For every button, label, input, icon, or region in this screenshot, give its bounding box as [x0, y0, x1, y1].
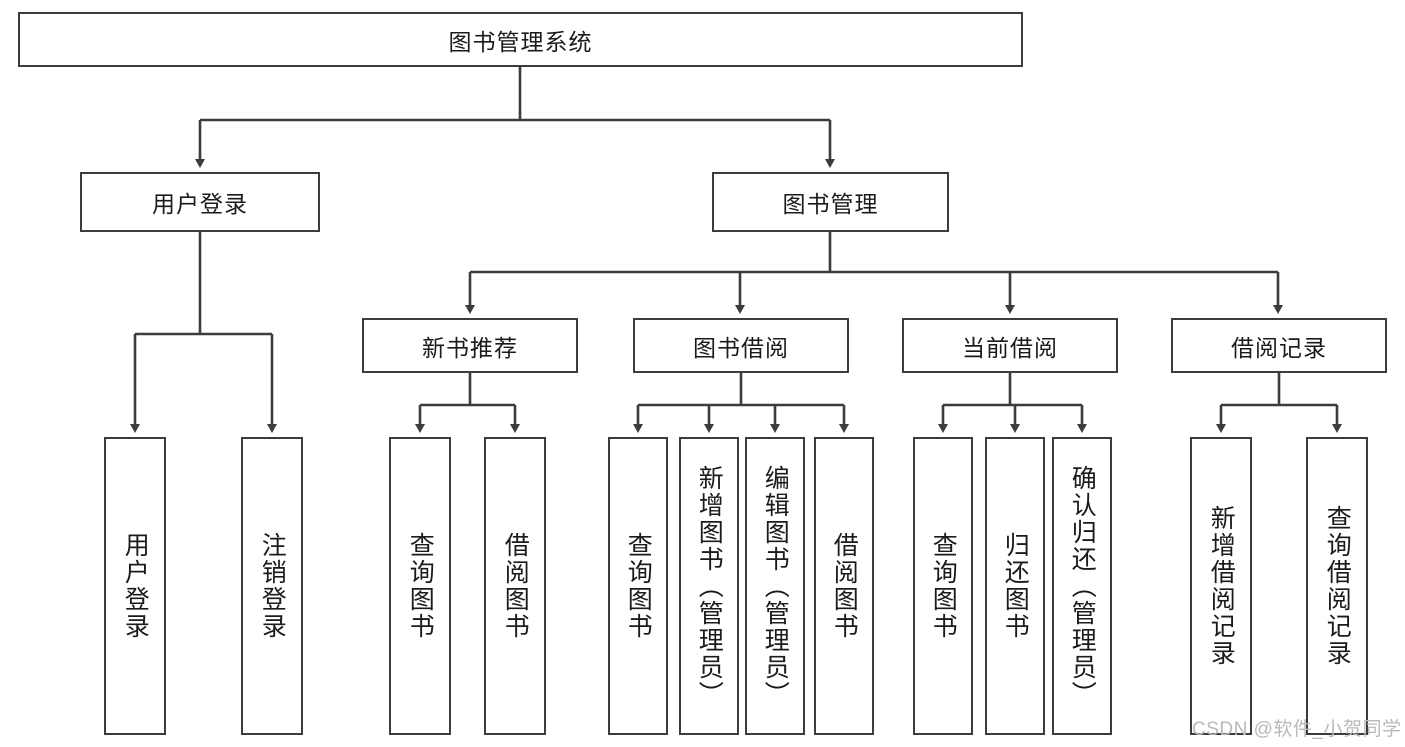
node-label: 新增借阅记录 — [1207, 505, 1236, 667]
node-label: 注销登录 — [258, 532, 287, 640]
node-label: 编辑图书（管理员） — [761, 464, 790, 708]
node-leaf-query-book-current[interactable]: 查询图书 — [913, 437, 973, 735]
node-new-book-recommend[interactable]: 新书推荐 — [362, 318, 578, 373]
node-label: 新增图书（管理员） — [695, 464, 724, 708]
node-label: 图书管理系统 — [448, 28, 593, 55]
node-leaf-query-book-recommend[interactable]: 查询图书 — [389, 437, 451, 735]
node-book-manage[interactable]: 图书管理 — [712, 172, 949, 232]
node-borrow-record[interactable]: 借阅记录 — [1171, 318, 1387, 373]
node-leaf-borrow-book[interactable]: 借阅图书 — [814, 437, 874, 735]
node-label: 新书推荐 — [422, 334, 518, 361]
node-label: 查询借阅记录 — [1323, 505, 1352, 667]
node-label: 查询图书 — [624, 532, 653, 640]
node-leaf-query-book-borrow[interactable]: 查询图书 — [608, 437, 668, 735]
watermark-text: CSDN @软件_小贺同学 — [1192, 719, 1402, 740]
node-user-login[interactable]: 用户登录 — [80, 172, 320, 232]
node-label: 图书借阅 — [693, 334, 789, 361]
node-root-system[interactable]: 图书管理系统 — [18, 12, 1023, 67]
node-label: 用户登录 — [152, 191, 248, 217]
node-leaf-confirm-return-admin[interactable]: 确认归还（管理员） — [1052, 437, 1112, 735]
node-book-borrow[interactable]: 图书借阅 — [633, 318, 849, 373]
node-label: 用户登录 — [121, 532, 150, 640]
node-leaf-return-book[interactable]: 归还图书 — [985, 437, 1045, 735]
node-label: 借阅记录 — [1231, 334, 1327, 361]
node-label: 确认归还（管理员） — [1068, 464, 1097, 708]
node-leaf-add-borrow-record[interactable]: 新增借阅记录 — [1190, 437, 1252, 735]
node-current-borrow[interactable]: 当前借阅 — [902, 318, 1118, 373]
node-label: 归还图书 — [1001, 532, 1030, 640]
node-label: 查询图书 — [406, 532, 435, 640]
node-leaf-user-logout[interactable]: 注销登录 — [241, 437, 303, 735]
node-label: 借阅图书 — [830, 532, 859, 640]
node-label: 当前借阅 — [962, 334, 1058, 361]
node-leaf-borrow-book-recommend[interactable]: 借阅图书 — [484, 437, 546, 735]
node-leaf-user-login[interactable]: 用户登录 — [104, 437, 166, 735]
node-label: 借阅图书 — [501, 532, 530, 640]
node-leaf-query-borrow-record[interactable]: 查询借阅记录 — [1306, 437, 1368, 735]
node-label: 图书管理 — [782, 191, 879, 217]
node-leaf-add-book-admin[interactable]: 新增图书（管理员） — [679, 437, 739, 735]
node-leaf-edit-book-admin[interactable]: 编辑图书（管理员） — [745, 437, 805, 735]
node-label: 查询图书 — [929, 532, 958, 640]
